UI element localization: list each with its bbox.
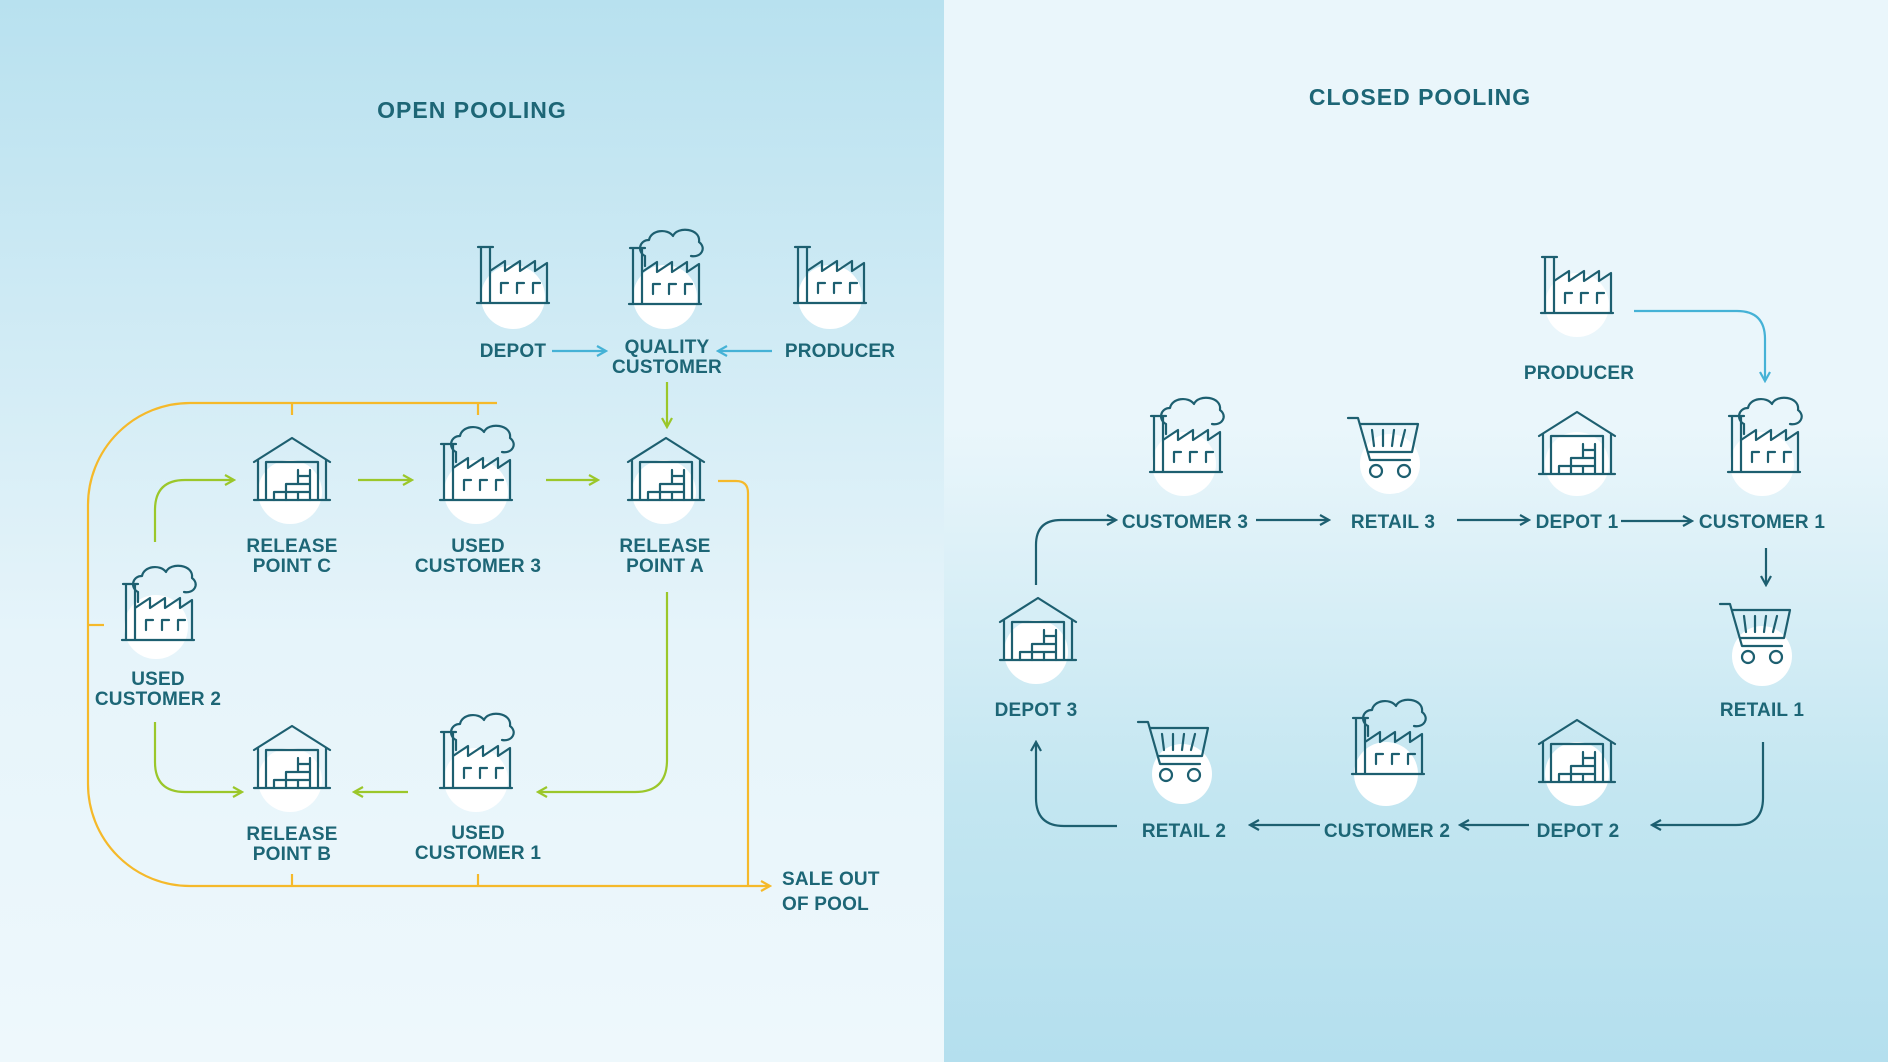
closed-pooling-panel [944, 0, 1888, 1062]
used-customer-1-label-line1: USED [451, 823, 505, 844]
depot-2-label: DEPOT 2 [1537, 821, 1620, 842]
arrow-retail-1-to-depot-2 [1652, 742, 1765, 825]
producer-label: PRODUCER [785, 341, 895, 362]
customer-1-label: CUSTOMER 1 [1699, 512, 1825, 533]
customer-3-label: CUSTOMER 3 [1122, 512, 1248, 533]
used-customer-1-node [440, 714, 514, 812]
icon-disc [124, 595, 188, 659]
arrow-used-customer-2-to-release-b [153, 722, 242, 792]
customer-1-node [1728, 398, 1802, 496]
icon-disc [1730, 432, 1794, 496]
depot-node [475, 245, 551, 329]
icon-disc [1152, 744, 1212, 804]
retail-1-node [1718, 602, 1792, 686]
open-pooling-title: OPEN POOLING [377, 97, 567, 123]
retail-3-label: RETAIL 3 [1351, 512, 1435, 533]
depot-2-node [1537, 718, 1617, 806]
release-point-b-label-line2: POINT B [253, 844, 331, 865]
pool-boundary-loop [86, 401, 770, 886]
quality-customer-node [629, 230, 703, 329]
depot-label: DEPOT [480, 341, 547, 362]
arrow-retail-2-to-depot-3 [1036, 742, 1117, 828]
icon-disc [1152, 432, 1216, 496]
release-point-c-label-line2: POINT C [253, 556, 332, 577]
arrow-release-a-to-used-customer-1 [538, 592, 669, 792]
release-point-b-label-line1: RELEASE [246, 824, 337, 845]
icon-disc [633, 265, 697, 329]
sale-out-label-line1: SALE OUT [782, 869, 880, 890]
release-point-a-label-line1: RELEASE [619, 536, 710, 557]
used-customer-2-label-line1: USED [131, 669, 185, 690]
customer-2-node [1352, 700, 1426, 806]
closed-producer-label: PRODUCER [1524, 363, 1634, 384]
icon-disc [444, 460, 508, 524]
release-point-c-label-line1: RELEASE [246, 536, 337, 557]
retail-3-node [1346, 416, 1420, 494]
depot-1-label: DEPOT 1 [1536, 512, 1619, 533]
release-point-a-node [626, 436, 706, 524]
retail-2-label: RETAIL 2 [1142, 821, 1226, 842]
closed-pooling-title: CLOSED POOLING [1309, 84, 1531, 110]
used-customer-3-label-line1: USED [451, 536, 505, 557]
release-point-b-node [252, 724, 332, 812]
used-customer-1-label-line2: CUSTOMER 1 [415, 843, 541, 864]
quality-customer-label-line1: QUALITY [625, 337, 710, 358]
customer-2-label: CUSTOMER 2 [1324, 821, 1450, 842]
used-customer-3-node [440, 426, 514, 524]
customer-3-node [1150, 398, 1224, 496]
depot-3-node [998, 596, 1078, 684]
arrow-used-customer-2-to-release-c [153, 480, 234, 542]
retail-1-label: RETAIL 1 [1720, 700, 1805, 721]
icon-disc [1732, 626, 1792, 686]
sale-out-label-line2: OF POOL [782, 894, 869, 915]
used-customer-3-label-line2: CUSTOMER 3 [415, 556, 541, 577]
icon-disc [798, 265, 862, 329]
icon-disc [481, 265, 545, 329]
producer-node [792, 245, 868, 329]
used-customer-2-label-line2: CUSTOMER 2 [95, 689, 221, 710]
icon-disc [1545, 273, 1609, 337]
icon-disc [1360, 434, 1420, 494]
sale-out-connector [718, 479, 750, 886]
arrow-depot-3-to-customer-3 [1034, 520, 1116, 585]
closed-producer-node [1539, 255, 1615, 337]
depot-3-label: DEPOT 3 [995, 700, 1078, 721]
release-point-a-label-line2: POINT A [626, 556, 704, 577]
icon-disc [444, 748, 508, 812]
depot-1-node [1537, 410, 1617, 496]
icon-disc [1545, 432, 1609, 496]
used-customer-2-node [122, 566, 196, 659]
arrow-producer-to-customer-1 [1634, 309, 1765, 381]
quality-customer-label-line2: CUSTOMER [612, 357, 722, 378]
retail-2-node [1136, 720, 1212, 804]
release-point-c-node [252, 436, 332, 524]
